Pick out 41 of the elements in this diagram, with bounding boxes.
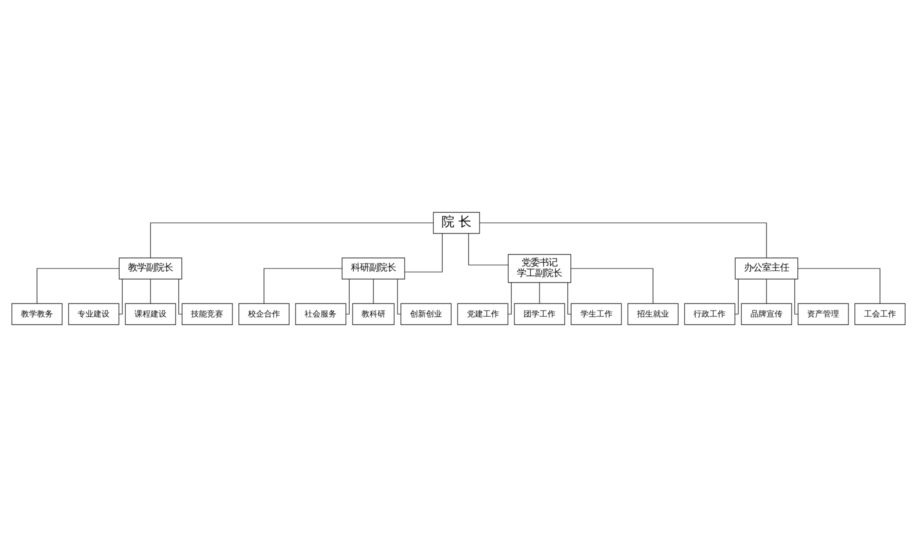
node-box: 教科研 (352, 303, 394, 325)
connector (264, 268, 342, 304)
node-box: 教学副院长 (118, 258, 182, 280)
connector (766, 278, 767, 304)
connector (539, 282, 540, 304)
connector (798, 268, 880, 304)
connector (373, 278, 374, 304)
node-box: 品牌宣传 (741, 303, 792, 325)
node-box: 创新创业 (400, 303, 452, 325)
node-box: 院 长 (433, 212, 480, 234)
connector (567, 282, 572, 314)
connector (404, 233, 443, 272)
connector (508, 282, 512, 314)
node-box: 技能竞赛 (182, 303, 233, 325)
node-box: 团学工作 (514, 303, 565, 325)
node-box: 社会服务 (295, 303, 346, 325)
node-box: 资产管理 (798, 303, 849, 325)
node-box: 专业建设 (68, 303, 120, 325)
connector (150, 222, 434, 258)
node-box: 招生就业 (628, 303, 678, 325)
node-box: 课程建设 (125, 303, 176, 325)
connector (794, 278, 798, 314)
node-box: 办公室主任 (734, 258, 798, 280)
node-box: 科研副院长 (342, 258, 405, 280)
connector (118, 278, 123, 314)
connector (346, 278, 350, 314)
connector (570, 268, 654, 304)
node-box: 校企合作 (238, 303, 290, 325)
connector (397, 278, 402, 314)
connector (36, 268, 120, 304)
node-box: 行政工作 (684, 303, 736, 325)
connector (734, 278, 739, 314)
connector (468, 233, 508, 266)
connector (178, 278, 182, 314)
node-box: 教学教务 (12, 303, 62, 325)
node-box: 学生工作 (570, 303, 622, 325)
node-box: 党委书记 学工副院长 (508, 254, 572, 283)
connector (479, 222, 767, 258)
node-box: 工会工作 (854, 303, 906, 325)
connector (150, 278, 151, 304)
node-box: 党建工作 (457, 303, 508, 325)
